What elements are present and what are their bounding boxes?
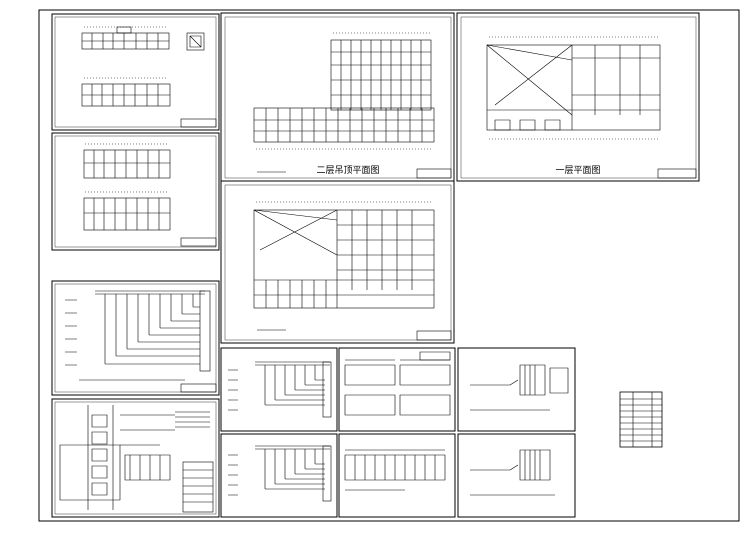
sheet-panel-schedule-b[interactable] bbox=[338, 433, 456, 518]
riser-lines bbox=[87, 405, 175, 510]
title-block-e bbox=[657, 168, 697, 179]
distribution-board bbox=[124, 454, 171, 481]
first-floor-plan-title: 一层平面图 bbox=[555, 165, 600, 176]
sheet-panel-schedule-a[interactable] bbox=[338, 347, 456, 432]
terminal-strip bbox=[199, 290, 211, 372]
title-block-d bbox=[416, 168, 452, 179]
sheet-floor-plans-a[interactable] bbox=[51, 13, 220, 131]
title-block-b bbox=[180, 237, 217, 247]
sheet-floor-plans-b[interactable] bbox=[51, 132, 220, 251]
lighting-plan-drawing bbox=[253, 201, 435, 309]
first-floor-drawing bbox=[486, 36, 661, 140]
floor-plan-lower-b bbox=[83, 191, 171, 231]
riser-outline bbox=[59, 444, 121, 501]
riser-panels bbox=[91, 414, 108, 496]
branch-horizontals bbox=[105, 306, 200, 365]
floor-plan-upper-b bbox=[83, 143, 171, 179]
sheet-wiring-diagram-b[interactable] bbox=[220, 347, 338, 432]
legend-table bbox=[182, 461, 214, 513]
bus-lines bbox=[95, 290, 205, 295]
floor-plan-upper bbox=[81, 26, 170, 50]
branch-verticals bbox=[104, 294, 194, 364]
sheet-wiring-diagram-a[interactable] bbox=[51, 280, 220, 396]
device-symbols bbox=[65, 299, 77, 366]
notes-lines bbox=[175, 411, 210, 428]
detail-box bbox=[186, 32, 205, 51]
sheet-system-riser[interactable] bbox=[51, 398, 220, 518]
detail-hatch bbox=[189, 35, 202, 48]
floor-plan-lower bbox=[81, 77, 171, 107]
second-floor-ceiling-plan-title: 二层吊顶平面图 bbox=[316, 165, 379, 176]
sheet-floor-lighting-plan[interactable] bbox=[220, 180, 455, 344]
drawing-index-table[interactable] bbox=[619, 391, 663, 448]
ceiling-plan-drawing bbox=[253, 32, 435, 150]
title-block-f bbox=[416, 330, 452, 341]
sheet-second-floor-ceiling-plan[interactable]: 二层吊顶平面图 bbox=[220, 12, 455, 182]
sheet-wiring-diagram-c[interactable] bbox=[220, 433, 338, 518]
sheet-detail-b[interactable] bbox=[457, 433, 576, 518]
sheet-first-floor-plan[interactable]: 一层平面图 bbox=[456, 12, 700, 182]
title-block-c bbox=[180, 383, 217, 393]
title-block bbox=[180, 118, 217, 128]
outer-border bbox=[38, 9, 740, 522]
sheet-detail-a[interactable] bbox=[457, 347, 576, 432]
